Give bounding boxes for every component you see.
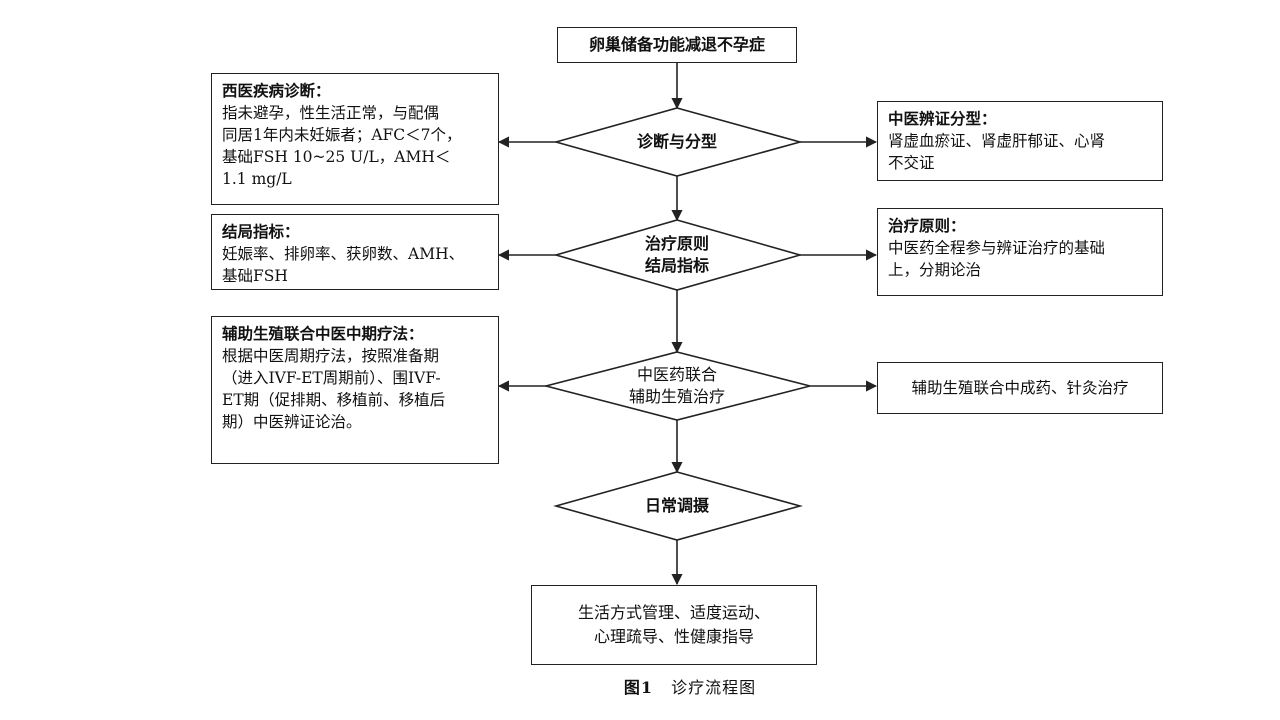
bottom-box-text: 生活方式管理、适度运动、 心理疏导、性健康指导 [577,603,770,646]
right-box-title: 治疗原则： [888,216,966,235]
left-box-body: 妊娠率、排卵率、获卵数、AMH、 基础FSH [222,245,465,285]
bottom-box-daily-care: 生活方式管理、适度运动、 心理疏导、性健康指导 [531,585,817,665]
left-box-title: 辅助生殖联合中医中期疗法： [222,324,424,343]
diamond-diagnosis-shape [553,107,804,177]
diamond-combined-label: 中医药联合 辅助生殖治疗 [628,365,725,406]
top-box: 卵巢储备功能减退不孕症 [557,27,797,63]
figure-number: 图1 [623,678,654,697]
right-box-body: 中医药全程参与辨证治疗的基础 上，分期论治 [888,239,1106,279]
diamond-principle-shape [553,219,803,291]
right-box-body: 辅助生殖联合中成药、针灸治疗 [911,379,1129,397]
left-box-title: 结局指标： [222,222,300,241]
left-box-body: 根据中医周期疗法，按照准备期 （进入IVF-ET周期前）、围IVF- ET期（促… [222,347,446,431]
right-box-body: 肾虚血瘀证、肾虚肝郁证、心肾 不交证 [888,132,1106,172]
right-box-treatment-principle: 治疗原则： 中医药全程参与辨证治疗的基础 上，分期论治 [877,208,1163,296]
left-box-outcome-indicators: 结局指标： 妊娠率、排卵率、获卵数、AMH、 基础FSH [211,214,499,290]
diamond-combined-shape [542,351,811,421]
right-box-combined-treatment: 辅助生殖联合中成药、针灸治疗 [877,362,1163,414]
left-box-body: 指未避孕，性生活正常，与配偶 同居1年内未妊娠者；AFC＜7个， 基础FSH 1… [222,104,462,188]
diamond-diagnosis-label: 诊断与分型 [636,132,717,151]
diamond-principle-label: 治疗原则 结局指标 [644,234,709,275]
diamond-daily-shape [553,471,804,541]
right-box-title: 中医辨证分型： [888,109,997,128]
left-box-western-diagnosis: 西医疾病诊断： 指未避孕，性生活正常，与配偶 同居1年内未妊娠者；AFC＜7个，… [211,73,499,205]
left-box-title: 西医疾病诊断： [222,81,331,100]
top-box-text: 卵巢储备功能减退不孕症 [588,35,765,54]
figure-title: 诊疗流程图 [671,678,757,697]
right-box-tcm-syndrome: 中医辨证分型： 肾虚血瘀证、肾虚肝郁证、心肾 不交证 [877,101,1163,181]
diamond-daily-label: 日常调摄 [644,496,709,515]
figure-caption: 图1 诊疗流程图 [560,676,820,700]
left-box-combined-therapy: 辅助生殖联合中医中期疗法： 根据中医周期疗法，按照准备期 （进入IVF-ET周期… [211,316,499,464]
